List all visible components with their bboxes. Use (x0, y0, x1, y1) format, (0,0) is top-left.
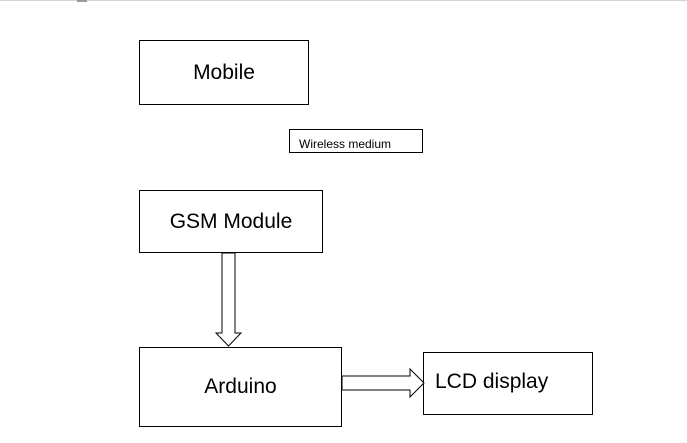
arrow-gsm-to-arduino (214, 252, 243, 347)
arduino-box: Arduino (139, 347, 342, 427)
page-top-rule (0, 0, 687, 1)
mobile-box: Mobile (139, 40, 309, 105)
mobile-label: Mobile (193, 60, 255, 84)
lcd-display-label: LCD display (435, 369, 549, 393)
arrow-arduino-to-lcd (341, 367, 425, 399)
gsm-module-label: GSM Module (169, 209, 293, 233)
wireless-medium-label-box: Wireless medium (289, 129, 423, 153)
arduino-label: Arduino (204, 375, 277, 398)
lcd-display-box: LCD display (423, 352, 593, 415)
page-corner-mark (77, 0, 87, 2)
wireless-medium-label: Wireless medium (299, 137, 392, 151)
